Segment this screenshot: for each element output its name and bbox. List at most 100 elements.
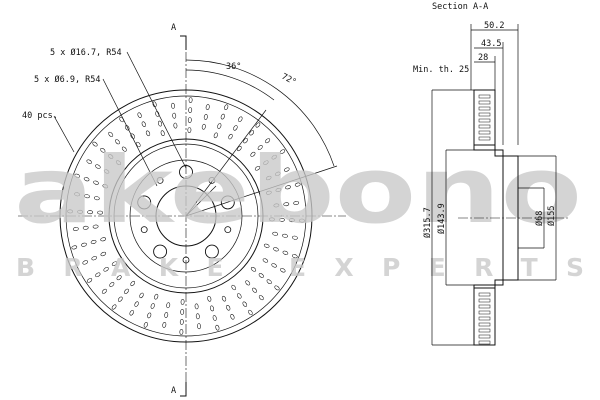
vent-hole	[180, 309, 185, 315]
vent-hole	[100, 147, 106, 153]
vent-hole	[299, 218, 305, 223]
vent-hole	[201, 123, 206, 130]
vent-hole	[171, 102, 175, 109]
vent-hole	[188, 97, 193, 103]
section-label-top: A	[171, 23, 176, 33]
vent-hole	[231, 284, 236, 291]
vent-hole	[207, 295, 212, 302]
section-title: Section A-A	[432, 2, 488, 12]
angle-arc-36	[185, 69, 275, 101]
vane-slot	[478, 130, 491, 135]
angle-arc-72	[185, 59, 335, 167]
vent-hole	[245, 280, 251, 286]
vent-hole	[95, 272, 101, 278]
dim-155: Ø155	[546, 206, 557, 226]
vent-hole	[221, 295, 227, 302]
vent-hole	[282, 250, 289, 255]
vent-hole	[282, 233, 288, 238]
vent-hole	[254, 166, 261, 171]
vent-hole	[187, 127, 192, 133]
vent-hole	[103, 169, 110, 174]
vent-hole	[284, 167, 290, 172]
vent-hole	[279, 149, 286, 154]
vent-hole	[279, 217, 285, 222]
vent-hole	[145, 130, 151, 137]
vent-hole	[255, 122, 261, 128]
front-view: A A 36° 72° 5 x Ø16.7, R54 5 x Ø6.9, R54…	[18, 23, 346, 397]
angle-label-72: 72°	[280, 72, 298, 88]
vent-hole	[172, 112, 177, 119]
vent-hole	[275, 188, 282, 192]
vane-slot	[478, 100, 491, 105]
vent-hole	[147, 312, 152, 319]
vent-hole	[179, 329, 184, 335]
bolt-hole	[220, 195, 235, 210]
vent-hole	[130, 133, 135, 139]
vent-hole	[213, 132, 218, 139]
vent-hole	[242, 301, 248, 307]
vent-hole	[258, 273, 264, 278]
vent-hole	[97, 210, 103, 215]
vent-hole	[262, 258, 269, 263]
dim-43-5: 43.5	[481, 39, 501, 49]
vent-hole	[90, 240, 97, 244]
friction-ring-bottom	[473, 287, 496, 346]
vent-hole	[233, 125, 238, 131]
section-marker-bottom	[180, 382, 187, 397]
vane-slot	[478, 106, 491, 111]
pin-hole-callout: 5 x Ø6.9, R54	[34, 74, 101, 85]
vent-hole	[111, 304, 117, 310]
vent-hole	[67, 209, 73, 214]
vent-hole	[248, 309, 253, 316]
cooling-vanes	[478, 94, 491, 345]
vent-hole	[220, 113, 225, 120]
vent-hole	[93, 196, 100, 201]
vent-hole	[158, 120, 162, 127]
vent-hole	[102, 184, 109, 189]
vent-hole	[291, 254, 298, 259]
vent-hole	[86, 159, 92, 164]
vent-hole	[266, 279, 272, 285]
vent-hole	[187, 117, 192, 123]
vent-hole	[154, 293, 159, 300]
brand-watermark: akebono BRAKE EXPERTS	[14, 137, 584, 282]
vent-hole	[263, 243, 270, 248]
vent-hole	[294, 182, 301, 187]
vent-hole	[188, 107, 193, 113]
vane-slot	[478, 94, 491, 99]
vane-slot	[478, 118, 491, 123]
vent-hole	[87, 210, 93, 215]
dim-143-9: Ø143.9	[436, 203, 447, 234]
vent-hole	[228, 133, 233, 140]
vent-hole	[283, 202, 290, 207]
vent-hole	[115, 139, 120, 145]
section-label-bottom: A	[171, 386, 176, 396]
vent-hole	[121, 146, 127, 152]
vent-hole	[164, 312, 169, 318]
vent-hole	[129, 310, 134, 316]
vent-hole	[82, 260, 88, 265]
vent-hole	[265, 138, 271, 144]
vent-hole	[273, 203, 280, 208]
vent-hole	[210, 305, 214, 312]
vent-hole	[289, 218, 295, 223]
vent-hole	[226, 305, 231, 311]
vent-hole	[180, 299, 185, 305]
vent-hole	[152, 101, 157, 108]
angle-ray-36	[185, 109, 267, 217]
vent-hole	[111, 261, 118, 266]
angle-label-36: 36°	[226, 62, 241, 72]
bolt-hole-leader	[126, 51, 187, 169]
vent-hole	[74, 192, 80, 197]
vent-hole	[250, 151, 256, 157]
vent-hole	[224, 104, 229, 111]
vent-hole	[77, 209, 83, 214]
vent-hole	[74, 173, 81, 178]
vane-slot	[478, 298, 491, 303]
vent-hole	[82, 225, 89, 230]
vent-hole	[93, 180, 99, 185]
vent-hole	[250, 266, 257, 272]
vane-slot	[478, 292, 491, 297]
vent-hole	[134, 301, 139, 307]
